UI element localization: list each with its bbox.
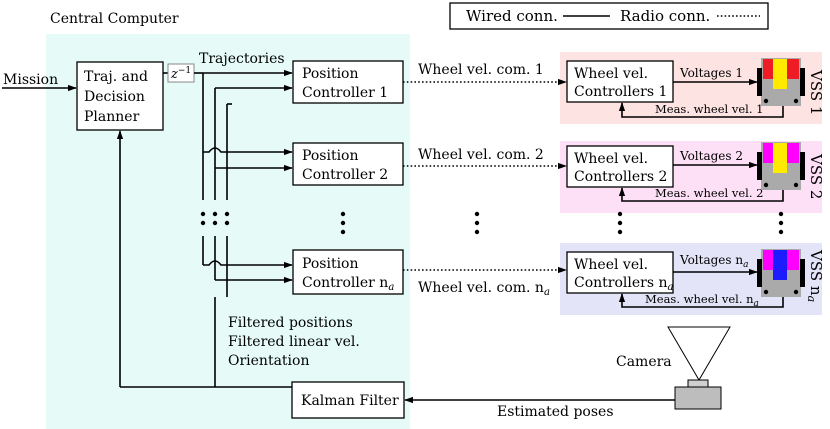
pcn-line-2: Controller na	[302, 275, 394, 293]
robot-figure-na	[757, 249, 805, 297]
meas-wheel-vel-2-label: Meas. wheel vel. 2	[655, 186, 763, 200]
bus-dot	[212, 220, 218, 226]
pc1-line-1: Position	[302, 66, 359, 82]
estimated-poses-label: Estimated poses	[497, 404, 614, 420]
planner-line-1: Traj. and	[84, 69, 148, 85]
filtered-positions-label: Filtered positions	[228, 315, 353, 331]
kalman-filter-label: Kalman Filter	[301, 393, 399, 409]
bus-dot	[224, 220, 230, 226]
robot-row-1: Wheel vel. Controllers 1 Voltages 1 Meas…	[566, 60, 825, 118]
meas-wheel-vel-1-arrow	[618, 102, 784, 118]
pcn-line-1: Position	[302, 256, 359, 272]
filtered-linear-vel-label: Filtered linear vel.	[228, 334, 360, 350]
meas-wheel-vel-na-arrow	[618, 293, 784, 308]
meas-wheel-vel-na-label: Meas. wheel vel. na	[645, 292, 759, 309]
legend-radio-label: Radio conn.	[620, 7, 710, 25]
position-controller-na	[292, 249, 404, 295]
kalman-filter-block	[291, 381, 405, 419]
robot-figure-2	[757, 142, 805, 190]
delay-label: z−1	[170, 66, 191, 82]
traj-to-pc2	[203, 147, 293, 156]
meas-wheel-vel-2-arrow	[618, 187, 784, 202]
planner-line-2: Decision	[84, 89, 145, 105]
mission-label: Mission	[3, 72, 58, 88]
planner-line-3: Planner	[84, 109, 140, 125]
wvcn-line-1: Wheel vel.	[574, 257, 648, 273]
robot-figure-1	[757, 58, 805, 106]
traj-to-pcn	[203, 260, 293, 269]
camera-label: Camera	[616, 354, 672, 370]
ellipsis-markers	[340, 211, 784, 235]
trajectory-decision-planner	[76, 61, 164, 131]
wheel-velocity-controller-1	[566, 60, 674, 103]
central-computer-label: Central Computer	[50, 11, 179, 27]
robot-row-2: Wheel vel. Controllers 2 Voltages 2 Meas…	[566, 145, 825, 202]
bus-dot	[200, 211, 206, 217]
pc1-line-2: Controller 1	[302, 85, 388, 101]
position-controller-1	[292, 60, 404, 104]
wvc2-line-2: Controllers 2	[574, 169, 667, 185]
legend-wired-label: Wired conn.	[466, 7, 558, 25]
wvcn-line-2: Controllers na	[574, 275, 674, 293]
pc2-line-2: Controller 2	[302, 167, 388, 183]
vss-na-label: VSS na	[805, 249, 825, 302]
orientation-label: Orientation	[228, 353, 309, 369]
trajectories-label: Trajectories	[199, 51, 285, 67]
wvc1-line-2: Controllers 1	[574, 84, 667, 100]
vss-2-label: VSS 2	[807, 153, 825, 199]
robot-row-na: Wheel vel. Controllers na Voltages na Me…	[566, 249, 825, 309]
voltages-2-label: Voltages 2	[679, 149, 743, 163]
wvc1-line-1: Wheel vel.	[574, 66, 648, 82]
wheel-velocity-controller-2	[566, 145, 674, 188]
bus-dot	[224, 211, 230, 217]
camera-field-of-view	[667, 326, 731, 381]
vss-1-label: VSS 1	[807, 69, 825, 115]
voltages-1-label: Voltages 1	[679, 66, 743, 80]
voltages-na-label: Voltages na	[679, 253, 748, 270]
radio-link-2-label: Wheel vel. com. 2	[418, 147, 544, 163]
position-controller-2	[292, 142, 404, 186]
wheel-velocity-controller-na	[566, 251, 674, 294]
meas-wheel-vel-1-label: Meas. wheel vel. 1	[655, 102, 763, 116]
radio-link-1-label: Wheel vel. com. 1	[418, 62, 544, 78]
bus-dot	[212, 211, 218, 217]
wvc2-line-1: Wheel vel.	[574, 151, 648, 167]
pc2-line-1: Position	[302, 148, 359, 164]
bus-dot	[200, 220, 206, 226]
camera-icon	[674, 379, 722, 410]
radio-link-na-label: Wheel vel. com. na	[418, 280, 550, 298]
